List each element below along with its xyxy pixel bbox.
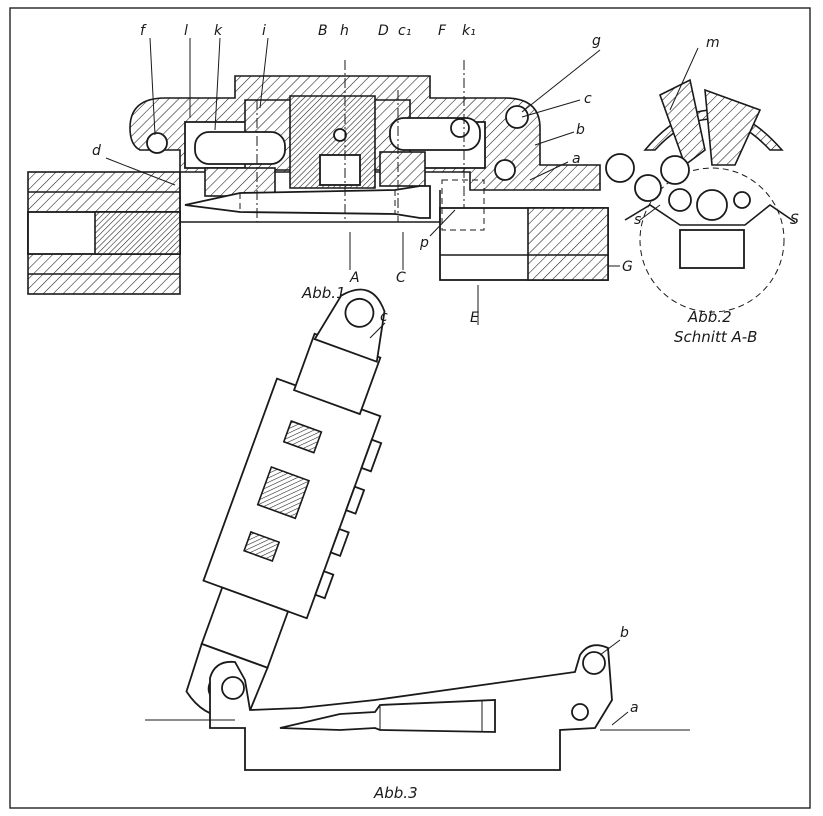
label-p: p: [419, 235, 429, 251]
bolt-assembly-raised: [185, 288, 386, 719]
label-m: m: [706, 35, 720, 51]
figure-1: f l k i B h D c₁ F k₁ g c b a d p A C E …: [27, 23, 633, 326]
label-i: i: [262, 23, 266, 39]
label-B: B: [318, 23, 328, 39]
figure-3-caption: Abb.3: [373, 784, 418, 802]
fig1-leaders: [105, 37, 620, 325]
label-a: a: [630, 700, 639, 716]
magazine-block: [439, 179, 609, 281]
label-A: A: [349, 270, 360, 286]
label-d: d: [92, 143, 101, 159]
label-c: c: [380, 309, 388, 325]
figure-1-caption: Abb.1: [301, 284, 346, 302]
receiver-housing: [129, 60, 601, 223]
label-F: F: [438, 23, 447, 39]
label-D: D: [378, 23, 389, 39]
label-s-right: S: [790, 212, 799, 228]
label-k1: k₁: [462, 23, 476, 39]
figure-2-subcaption: Schnitt A-B: [674, 328, 757, 346]
label-a: a: [572, 151, 581, 167]
label-C: C: [396, 270, 406, 286]
label-E: E: [470, 310, 479, 326]
figure-2-caption: Abb.2: [687, 308, 732, 326]
label-c: c: [584, 91, 592, 107]
label-g: g: [592, 33, 601, 49]
label-h: h: [340, 23, 349, 39]
label-b: b: [620, 625, 629, 641]
label-c1: c₁: [398, 23, 411, 39]
label-b: b: [576, 122, 585, 138]
label-l: l: [184, 23, 188, 39]
label-f: f: [140, 23, 147, 39]
barrel-part: [27, 171, 181, 295]
page-border: [9, 7, 811, 809]
label-s-left: s: [634, 212, 641, 228]
label-k: k: [214, 23, 223, 39]
figure-3: c b a Abb.3: [145, 288, 690, 802]
label-G: G: [622, 259, 633, 275]
figure-2: m s S Abb.2 Schnitt A-B: [605, 35, 799, 346]
